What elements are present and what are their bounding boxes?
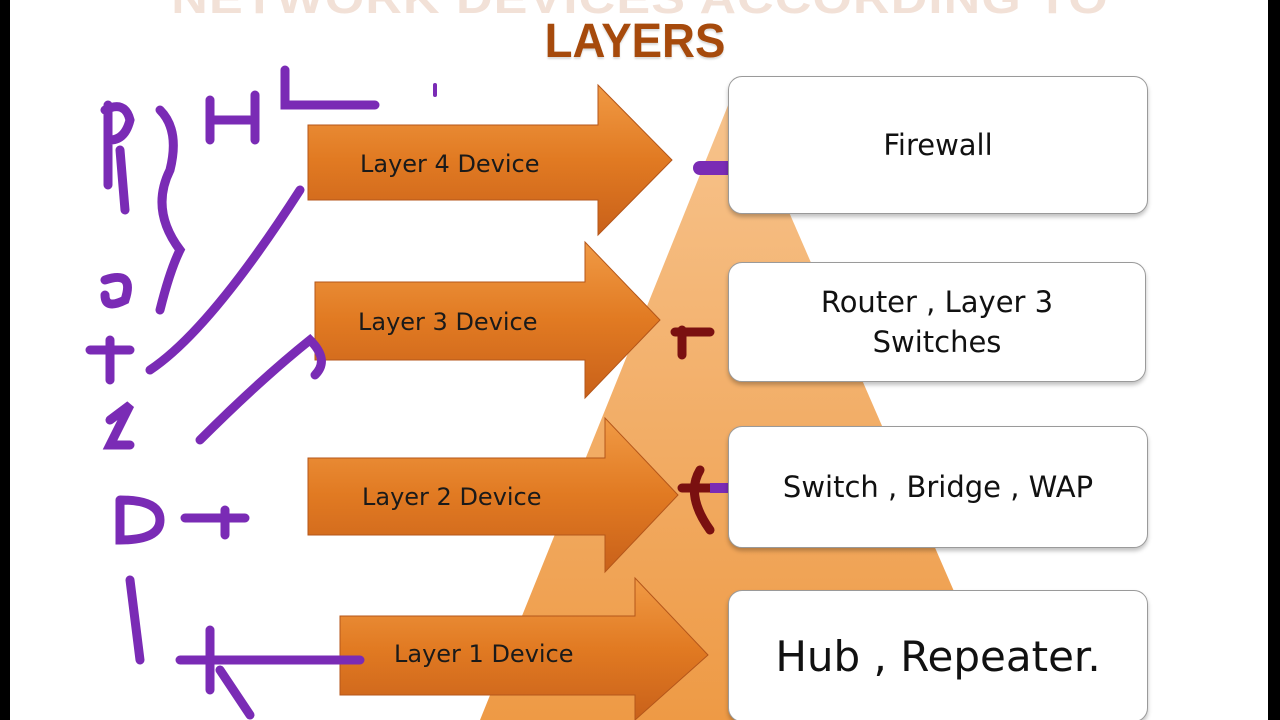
handwritten-annotations [85,65,787,720]
arrow-shapes [307,83,709,720]
arrow-label-layer-2: Layer 2 Device [362,483,542,511]
arrow-label-layer-4: Layer 4 Device [360,150,540,178]
arrow-label-layer-1: Layer 1 Device [394,640,574,668]
arrow-layer-1 [339,576,709,720]
top-title-partial: NETWORK DEVICES ACCORDING TO [42,0,1238,24]
device-box-layer-1: Hub , Repeater. [728,590,1148,720]
diagram-graphics [85,65,1010,720]
device-box-layer-4: Firewall [728,76,1148,214]
arrow-layer-3 [314,240,661,400]
arrow-layer-4 [307,83,673,237]
slide-title: LAYERS [544,15,726,68]
arrow-layer-2 [307,416,679,574]
arrow-label-layer-3: Layer 3 Device [358,308,538,336]
device-box-layer-2: Switch , Bridge , WAP [728,426,1148,548]
device-box-layer-3: Router , Layer 3 Switches [728,262,1146,382]
slide: NETWORK DEVICES ACCORDING TO LAYERS [10,0,1268,720]
